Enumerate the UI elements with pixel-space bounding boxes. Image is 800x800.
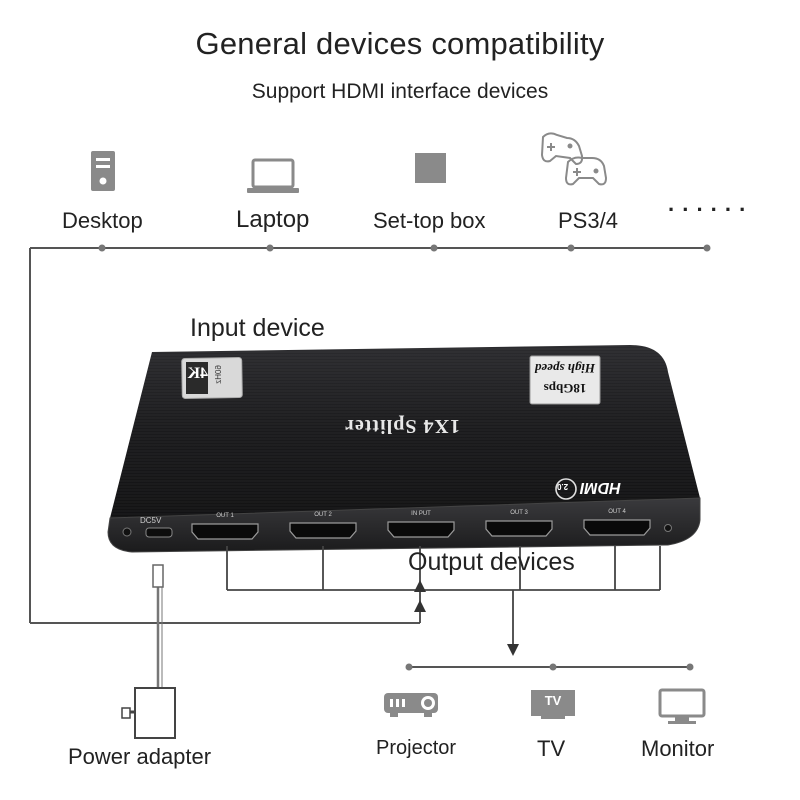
splitter-4k-badge: 4K — [187, 365, 208, 382]
input-bus-line — [29, 247, 707, 624]
output-label-tv: TV — [537, 736, 566, 761]
gamepad-icon — [540, 132, 608, 186]
set-top-box-icon — [415, 153, 446, 183]
source-label-desktop: Desktop — [62, 208, 143, 233]
desktop-icon — [91, 151, 115, 191]
hdmi-logo-text: HDMI — [580, 479, 621, 496]
splitter-speed-line1: High speed — [534, 361, 596, 376]
input-bus-dots — [98, 244, 711, 252]
projector-icon — [384, 693, 438, 717]
power-port-label: DC5V — [140, 516, 162, 525]
more-indicator: . . . . . . — [668, 191, 747, 216]
port-label-out2: OUT 2 — [314, 512, 332, 518]
output-label-projector: Projector — [376, 737, 457, 759]
page-title: General devices compatibility — [195, 26, 605, 61]
splitter-speed-line2: 18Gbps — [543, 381, 587, 396]
source-label-laptop: Laptop — [236, 206, 310, 233]
splitter-product-name: 1X4 Splitter — [344, 415, 460, 437]
laptop-icon — [247, 158, 299, 193]
source-label-ps34: PS3/4 — [558, 208, 618, 233]
port-label-out1: OUT 1 — [216, 513, 234, 519]
splitter-4k-subtext: 60Hz — [213, 365, 223, 384]
output-bus-line — [405, 663, 694, 671]
port-label-out3: OUT 3 — [510, 510, 528, 516]
power-cable — [152, 564, 164, 689]
port-label-input: IN PUT — [411, 511, 431, 517]
hdmi-splitter-device — [107, 345, 701, 553]
tv-icon — [531, 690, 575, 719]
port-label-out4: OUT 4 — [608, 509, 626, 515]
output-devices-label: Output devices — [408, 548, 575, 576]
page-subtitle: Support HDMI interface devices — [251, 80, 549, 103]
tv-icon-badge: TV — [544, 693, 562, 708]
input-device-label: Input device — [190, 314, 325, 342]
output-label-monitor: Monitor — [641, 736, 715, 761]
power-adapter-icon — [121, 687, 176, 739]
power-adapter-label: Power adapter — [68, 744, 212, 769]
arrows — [414, 580, 519, 656]
source-label-set-top-box: Set-top box — [373, 208, 486, 233]
hdmi-version-text: 2.0 — [557, 482, 569, 491]
monitor-icon — [658, 688, 706, 724]
